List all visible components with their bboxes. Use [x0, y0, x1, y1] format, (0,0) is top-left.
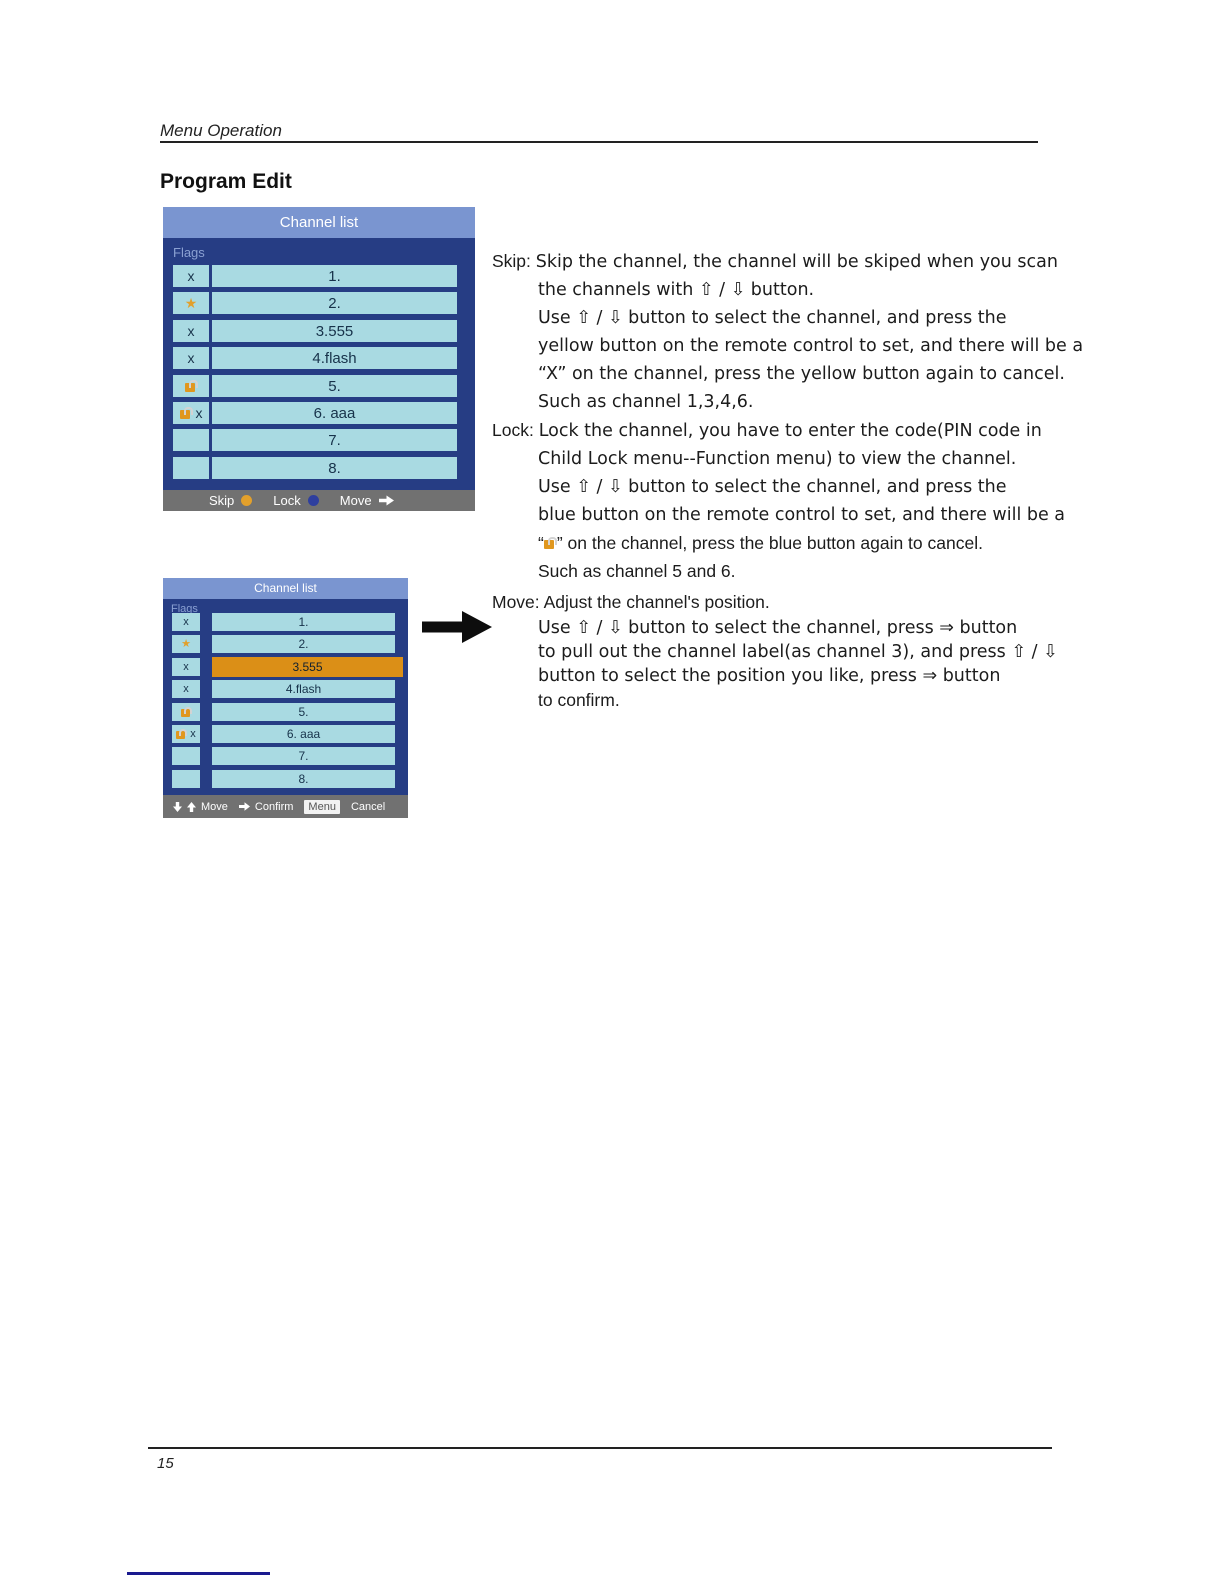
skip-yellow-dot-icon: [241, 495, 253, 506]
lock-icon: [180, 707, 192, 717]
favorite-star-icon: ★: [184, 295, 198, 311]
channel-row: 7.: [212, 429, 457, 451]
skip-x-mark: x: [183, 616, 189, 628]
flag-cell: x: [173, 347, 209, 369]
flag-cell: x: [173, 265, 209, 287]
selected-channel-row: 3.555: [212, 657, 403, 677]
flag-cell: [172, 703, 200, 721]
channel-row: 7.: [212, 747, 395, 765]
flag-cell: x: [173, 320, 209, 342]
skip-x-mark: x: [183, 683, 189, 695]
down-arrow-icon: [173, 801, 182, 812]
move-hint-label: Move: [201, 800, 228, 813]
flag-cell: [173, 457, 209, 479]
skip-instruction: Skip: Skip the channel, the channel will…: [492, 251, 1084, 412]
lock-icon: [543, 537, 557, 549]
channel-row: 6. aaa: [212, 402, 457, 424]
flag-cell: ★: [173, 292, 209, 314]
header-rule: [160, 141, 1038, 143]
channel-row: 4.flash: [212, 680, 395, 698]
lock-icon: [176, 729, 188, 739]
flag-cell: x: [172, 613, 200, 631]
lock-term: Lock:: [492, 420, 534, 440]
flag-cell: x: [172, 680, 200, 698]
channel-row: 5.: [212, 375, 457, 397]
confirm-hint-label: Confirm: [254, 800, 294, 813]
right-arrow-icon: [238, 802, 250, 811]
channel-row: 1.: [212, 613, 395, 631]
channel-row: 8.: [212, 770, 395, 788]
pointer-arrow-icon: [422, 611, 492, 643]
cancel-hint-label: Cancel: [350, 800, 386, 813]
move-legend-label: Move: [339, 493, 372, 508]
flag-cell: [172, 747, 200, 765]
page-number: 15: [157, 1455, 174, 1472]
up-arrow-icon: [187, 801, 196, 812]
lock-blue-dot-icon: [307, 495, 319, 506]
flag-cell: x: [172, 725, 200, 743]
channel-row: 3.555: [212, 320, 457, 342]
flag-cell: ★: [172, 635, 200, 653]
channel-row: 2.: [212, 635, 395, 653]
footer-rule: [148, 1447, 1052, 1449]
flag-cell: [173, 375, 209, 397]
flag-cell: [172, 770, 200, 788]
channel-list-screenshot-2: Channel list Flags x 1. ★ 2. x 3.555 x 4…: [163, 578, 408, 818]
skip-legend-label: Skip: [209, 493, 235, 508]
legend-bar: Skip Lock Move: [163, 490, 475, 511]
lock-icon: [184, 380, 198, 392]
channel-row: 1.: [212, 265, 457, 287]
skip-x-mark: x: [187, 268, 195, 284]
channel-list-screenshot-1: Channel list Flags x 1. ★ 2. x 3.555 x 4…: [163, 207, 475, 511]
flags-label: Flags: [171, 603, 198, 615]
move-right-arrow-icon: [378, 495, 394, 506]
skip-x-mark: x: [183, 661, 189, 673]
channel-row: 2.: [212, 292, 457, 314]
skip-x-mark: x: [187, 323, 195, 339]
move-instruction: Move: Adjust the channel's position. Use…: [492, 592, 1058, 710]
favorite-star-icon: ★: [181, 637, 191, 650]
flag-cell: x: [172, 658, 200, 676]
lock-icon: [179, 407, 193, 419]
section-title: Program Edit: [160, 170, 292, 193]
skip-x-mark: x: [190, 728, 196, 740]
hint-bar: Move Confirm Menu Cancel: [163, 795, 408, 818]
instruction-text: Skip: Skip the channel, the channel will…: [492, 247, 1084, 712]
running-header: Menu Operation: [160, 121, 282, 140]
channel-row: 6. aaa: [212, 725, 395, 743]
flags-label: Flags: [173, 245, 205, 260]
channel-row: 8.: [212, 457, 457, 479]
bottom-left-line: [127, 1572, 270, 1575]
channel-row: 5.: [212, 703, 395, 721]
menu-button-label: Menu: [304, 799, 340, 814]
flag-cell: x: [173, 402, 209, 424]
skip-x-mark: x: [195, 405, 203, 421]
channel-row: 4.flash: [212, 347, 457, 369]
lock-instruction: Lock: Lock the channel, you have to ente…: [492, 420, 1066, 581]
lock-legend-label: Lock: [273, 493, 301, 508]
move-term: Move:: [492, 592, 540, 612]
skip-x-mark: x: [187, 350, 195, 366]
channel-list-title: Channel list: [163, 578, 408, 599]
skip-term: Skip:: [492, 251, 531, 271]
flag-cell: [173, 429, 209, 451]
channel-list-title: Channel list: [163, 207, 475, 238]
